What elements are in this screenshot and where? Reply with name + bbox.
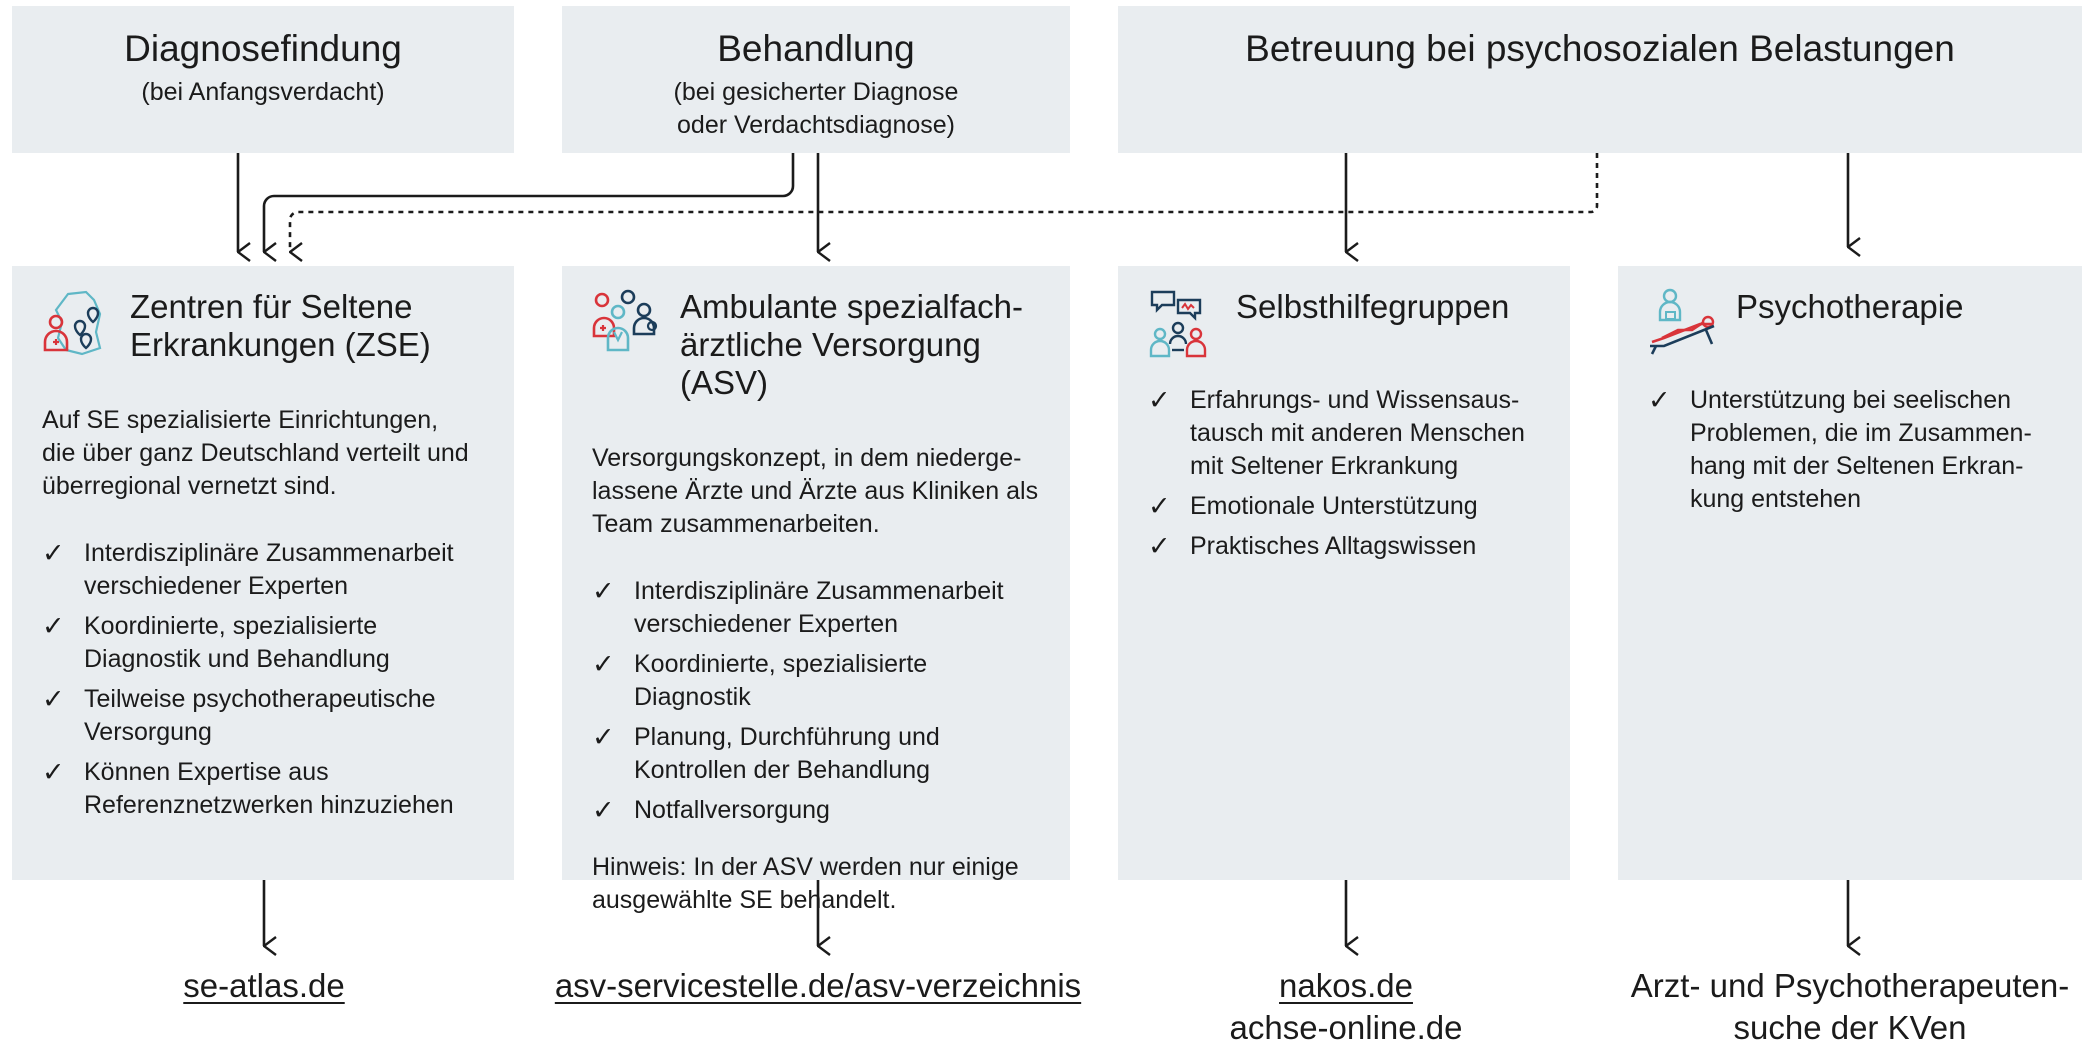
check-text: Diagnostik und Behandlung (84, 645, 390, 673)
check-text: Referenznetzwerken hinzuziehen (84, 791, 454, 819)
card-title: Psychotherapie (1736, 288, 1964, 325)
arrow-behandlung-to-zse (262, 153, 795, 252)
note-line: ausgewählte SE behandelt. (592, 886, 897, 914)
card-title-line1: Zentren für Seltene (130, 288, 413, 325)
desc-line: Versorgungskonzept, in dem niederge- (592, 444, 1022, 472)
link-shg-container: nakos.de achse-online.de (1146, 965, 1546, 1049)
card-title: Selbsthilfegruppen (1236, 288, 1510, 325)
check-text: Emotionale Unterstützung (1190, 492, 1478, 520)
check-text: Interdisziplinäre Zusammenarbeit (634, 577, 1004, 605)
header-title: Behandlung (717, 28, 915, 69)
link-nakos[interactable]: nakos.de (1279, 967, 1413, 1004)
check-icon: ✓ (1148, 531, 1171, 561)
desc-line: überregional vernetzt sind. (42, 472, 337, 500)
card-title-line2: ärztliche Versorgung (ASV) (680, 326, 981, 401)
check-list: ✓ Interdisziplinäre Zusammenarbeit verschi… (592, 575, 1040, 827)
check-icon: ✓ (42, 611, 65, 641)
check-text: Versorgung (84, 718, 212, 746)
desc-line: Team zusammenarbeiten. (592, 510, 880, 538)
card-psychotherapie: Psychotherapie ✓ Unterstützung bei seelis… (1618, 266, 2082, 880)
check-item: ✓ Erfahrungs- und Wissensaus-tausch mit a… (1148, 384, 1540, 483)
check-item: ✓ Notfallversorgung (592, 794, 1040, 827)
check-icon: ✓ (42, 757, 65, 787)
check-icon: ✓ (592, 649, 615, 679)
check-icon: ✓ (42, 538, 65, 568)
header-title: Betreuung bei psychosozialen Belastungen (1245, 28, 1955, 69)
check-text: mit Seltener Erkrankung (1190, 452, 1459, 480)
check-text: verschiedener Experten (634, 610, 899, 638)
check-icon: ✓ (592, 576, 615, 606)
desc-line: lassene Ärzte und Ärzte aus Kliniken als (592, 477, 1039, 505)
link-achse-online[interactable]: achse-online.de (1229, 1009, 1463, 1046)
check-item: ✓ Interdisziplinäre Zusammenarbeit verschi… (592, 575, 1040, 641)
check-text: Diagnostik (634, 683, 751, 711)
link-kv-suche-line1[interactable]: Arzt- und Psychotherapeuten- (1630, 967, 2070, 1004)
check-list: ✓ Erfahrungs- und Wissensaus-tausch mit a… (1148, 384, 1540, 563)
medical-team-icon (592, 289, 658, 352)
check-icon: ✓ (1648, 385, 1671, 415)
check-text: Notfallversorgung (634, 796, 830, 824)
support-group-icon (1149, 290, 1207, 358)
card-description: Versorgungskonzept, in dem niederge- las… (592, 442, 1040, 541)
link-zse-container: se-atlas.de (64, 965, 464, 1007)
check-item: ✓ Praktisches Alltagswissen (1148, 530, 1540, 563)
card-zse: Zentren für Seltene Erkrankungen (ZSE) A… (12, 266, 514, 880)
header-subtitle: (bei Anfangsverdacht) (141, 78, 385, 106)
check-text: Unterstützung bei seelischen (1690, 386, 2012, 414)
card-selbsthilfegruppen: Selbsthilfegruppen ✓ Erfahrungs- und Wiss… (1118, 266, 1570, 880)
link-asv-servicestelle[interactable]: asv-servicestelle.de/asv-verzeichnis (554, 967, 1082, 1004)
link-pt-container: Arzt- und Psychotherapeuten- suche der K… (1618, 965, 2082, 1049)
check-text: Planung, Durchführung und (634, 723, 940, 751)
check-text: Interdisziplinäre Zusammenarbeit (84, 539, 454, 567)
card-description: Auf SE spezialisierte Einrichtungen, die… (42, 404, 484, 503)
check-icon: ✓ (1148, 491, 1171, 521)
note-line: Hinweis: In der ASV werden nur einige (592, 853, 1019, 881)
check-item: ✓ Emotionale Unterstützung (1148, 490, 1540, 523)
card-asv: Ambulante spezialfach- ärztliche Versorg… (562, 266, 1070, 914)
arrow-betreuung-to-zse-dashed (288, 153, 1599, 252)
link-asv-container: asv-servicestelle.de/asv-verzeichnis (500, 965, 1136, 1007)
check-icon: ✓ (592, 722, 615, 752)
link-kv-suche-line2[interactable]: suche der KVen (1733, 1009, 1967, 1046)
check-text: Können Expertise aus (84, 758, 329, 786)
check-text: Praktisches Alltagswissen (1190, 532, 1477, 560)
check-text: Erfahrungs- und Wissensaus- (1190, 386, 1520, 414)
card-title-line1: Ambulante spezialfach- (680, 288, 1024, 325)
check-list: ✓ Interdisziplinäre Zusammenarbeit verschi… (42, 537, 484, 822)
header-subtitle-line2: oder Verdachtsdiagnose) (677, 111, 955, 139)
check-text: tausch mit anderen Menschen (1190, 419, 1525, 447)
card-title-line2: Erkrankungen (ZSE) (130, 326, 431, 363)
check-text: verschiedener Experten (84, 572, 349, 600)
header-diagnosefindung: Diagnosefindung (bei Anfangsverdacht) (12, 6, 514, 153)
check-text: Koordinierte, spezialisierte (84, 612, 378, 640)
check-icon: ✓ (42, 684, 65, 714)
check-text: kung entstehen (1690, 485, 1861, 513)
header-betreuung: Betreuung bei psychosozialen Belastungen (1118, 6, 2082, 153)
desc-line: die über ganz Deutschland verteilt und (42, 439, 469, 467)
header-title: Diagnosefindung (124, 28, 402, 69)
header-behandlung: Behandlung (bei gesicherter Diagnose ode… (562, 6, 1070, 153)
check-icon: ✓ (592, 795, 615, 825)
check-text: Problemen, die im Zusammen- (1690, 419, 2032, 447)
check-text: Kontrollen der Behandlung (634, 756, 931, 784)
card-note: Hinweis: In der ASV werden nur einige au… (592, 851, 1040, 917)
header-subtitle-line1: (bei gesicherter Diagnose (673, 78, 959, 106)
check-icon: ✓ (1148, 385, 1171, 415)
check-text: Koordinierte, spezialisierte (634, 650, 928, 678)
desc-line: Auf SE spezialisierte Einrichtungen, (42, 406, 439, 434)
check-text: hang mit der Seltenen Erkran- (1690, 452, 2024, 480)
link-se-atlas[interactable]: se-atlas.de (183, 967, 345, 1004)
check-item: ✓ Interdisziplinäre Zusammenarbeit verschi… (42, 537, 484, 603)
therapy-couch-icon (1650, 288, 1715, 355)
check-text: Teilweise psychotherapeutische (84, 685, 436, 713)
hospital-map-icon (43, 290, 102, 356)
